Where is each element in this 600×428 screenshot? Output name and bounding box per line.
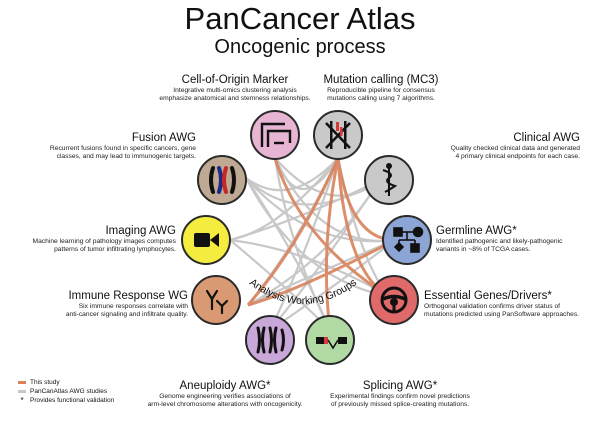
germline-desc-1: Identified pathogenic and likely-pathoge…: [436, 238, 563, 245]
immune-desc-1: Six immune responses correlate with: [78, 303, 188, 310]
germline-block: Germline AWG* Identified pathogenic and …: [436, 225, 586, 254]
caduceus-icon: [382, 163, 398, 196]
fusion-title: Fusion AWG: [131, 132, 196, 144]
pedigree-icon: [393, 226, 424, 253]
imaging-desc-1: Machine learning of pathology images com…: [32, 238, 177, 245]
video-camera-icon: [194, 233, 219, 247]
splicing-node: [305, 315, 355, 365]
cell-of-origin-desc-2: emphasize anatomical and stemness relati…: [159, 95, 311, 102]
legend-functional: * Provides functional validation: [18, 396, 114, 405]
antibody-icon: [205, 289, 229, 315]
essential-desc-1: Orthogonal validation confirms driver st…: [424, 303, 561, 310]
steering-wheel-icon: [380, 286, 408, 314]
fusion-chromosomes-icon: [209, 166, 236, 194]
fusion-desc-2: classes, and may lead to immunogenic tar…: [56, 153, 196, 160]
mutation-calling-desc-1: Reproducible pipeline for consensus: [327, 87, 435, 94]
legend: This study PanCanAtlas AWG studies * Pro…: [18, 378, 114, 405]
splicing-desc-1: Experimental findings confirm novel pred…: [330, 393, 470, 400]
germline-title: Germline AWG*: [436, 225, 517, 237]
cell-of-origin-block: Cell-of-Origin Marker Integrative multi-…: [150, 74, 320, 103]
imaging-desc-2: patterns of tumor infiltrating lymphocyt…: [54, 246, 176, 253]
clinical-desc-1: Quality checked clinical data and genera…: [450, 145, 580, 152]
essential-block: Essential Genes/Drivers* Orthogonal vali…: [424, 290, 596, 319]
clinical-title: Clinical AWG: [513, 132, 580, 144]
imaging-title: Imaging AWG: [105, 225, 176, 237]
mutation-calling-block: Mutation calling (MC3) Reproducible pipe…: [306, 74, 456, 103]
immune-desc-2: anti-cancer signaling and infiltrate qua…: [65, 311, 188, 318]
immune-title: Immune Response WG: [68, 290, 188, 302]
aneuploidy-chromosomes-icon: [256, 326, 285, 354]
cell-of-origin-desc-1: Integrative multi-omics clustering analy…: [173, 87, 297, 94]
aneuploidy-desc-1: Genome engineering verifies associations…: [159, 393, 291, 400]
legend-awg-studies: PanCanAtlas AWG studies: [18, 387, 114, 396]
dendrogram-icon: [260, 122, 292, 147]
imaging-block: Imaging AWG Machine learning of patholog…: [2, 225, 177, 254]
aneuploidy-desc-2: arm-level chromosome alterations with on…: [147, 401, 303, 408]
dna-strand-icon: [325, 121, 351, 149]
immune-node: [191, 275, 241, 325]
legend-functional-label: Provides functional validation: [30, 397, 115, 404]
essential-title: Essential Genes/Drivers*: [424, 290, 552, 302]
legend-this-study: This study: [18, 378, 114, 387]
legend-this-study-swatch: [18, 381, 26, 384]
immune-block: Immune Response WG Six immune responses …: [18, 290, 188, 319]
splicing-block: Splicing AWG* Experimental findings conf…: [318, 380, 482, 409]
mutation-calling-desc-2: mutations calling using 7 algorithms.: [327, 95, 435, 102]
legend-this-study-label: This study: [30, 379, 60, 386]
legend-star-symbol: *: [20, 396, 24, 405]
splicing-desc-2: of previously missed splice-creating mut…: [330, 401, 470, 408]
aneuploidy-block: Aneuploidy AWG* Genome engineering verif…: [140, 380, 310, 409]
clinical-block: Clinical AWG Quality checked clinical da…: [400, 132, 580, 161]
legend-awg-label: PanCanAtlas AWG studies: [30, 388, 108, 395]
germline-desc-2: variants in ~8% of TCGA cases.: [436, 246, 531, 253]
cell-of-origin-node: [250, 110, 300, 160]
clinical-desc-2: 4 primary clinical endpoints for each ca…: [455, 153, 580, 160]
page-subtitle: Oncogenic process: [214, 36, 386, 58]
fusion-block: Fusion AWG Recurrent fusions found in sp…: [18, 132, 196, 161]
legend-awg-swatch: [18, 390, 26, 393]
page-title: PanCancer Atlas: [184, 1, 416, 36]
mutation-calling-title: Mutation calling (MC3): [323, 74, 439, 86]
aneuploidy-title: Aneuploidy AWG*: [179, 380, 271, 392]
cell-of-origin-title: Cell-of-Origin Marker: [181, 74, 289, 86]
splice-exon-icon: [316, 337, 347, 350]
essential-desc-2: mutations predicted using PanSoftware ap…: [424, 311, 580, 318]
splicing-title: Splicing AWG*: [362, 380, 438, 392]
fusion-desc-1: Recurrent fusions found in specific canc…: [49, 145, 196, 152]
